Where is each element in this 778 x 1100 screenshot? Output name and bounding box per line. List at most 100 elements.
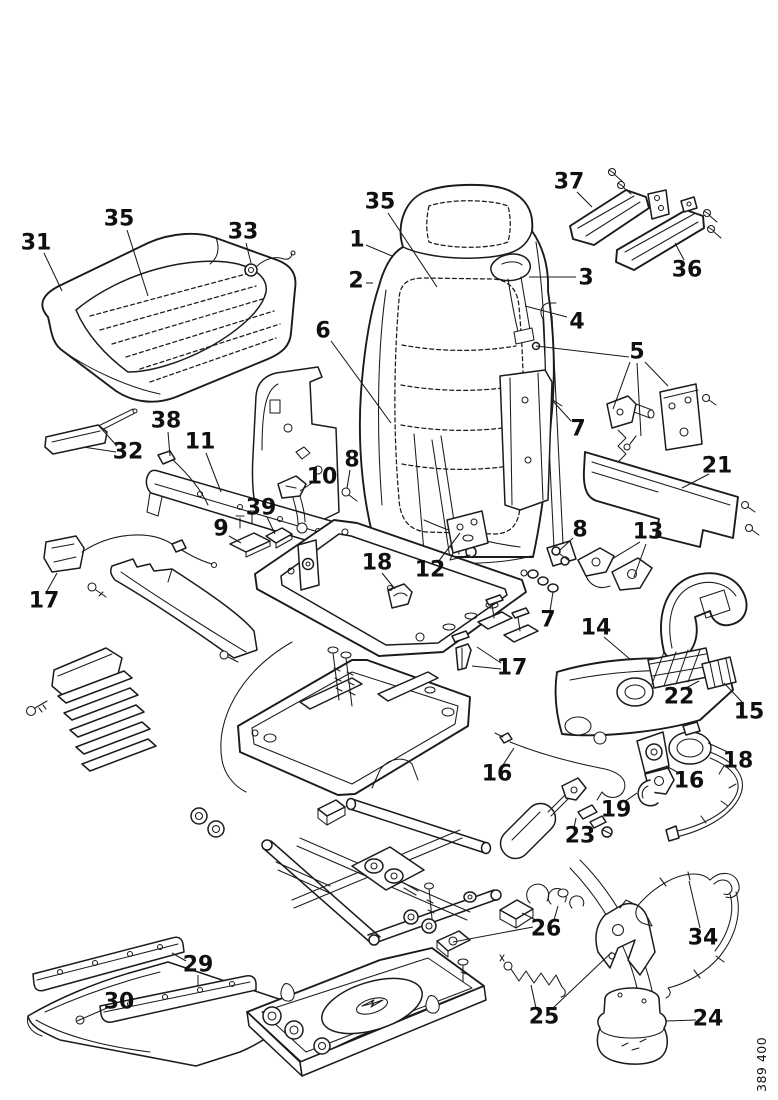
part-label-33: 33: [228, 220, 259, 245]
leader-line-23: [573, 817, 577, 829]
drawing-number: 389 400: [754, 1037, 769, 1092]
leader-line-8: [558, 537, 574, 552]
part-label-7: 7: [570, 417, 585, 442]
leader-line-9: [228, 535, 242, 544]
buckle-drawing: [229, 475, 358, 558]
leader-line-16: [665, 765, 682, 775]
belt-guide-drawing: [490, 253, 535, 345]
part-label-15: 15: [734, 700, 765, 725]
part-label-14: 14: [581, 616, 612, 641]
cushion-frame-drawing: [220, 510, 570, 793]
leader-line-22: [685, 680, 700, 689]
seat-cushion-drawing: [41, 232, 297, 403]
leader-line-35: [387, 212, 438, 288]
part-label-7: 7: [540, 608, 555, 633]
leader-line-29: [171, 952, 187, 962]
cushion-wire-33: [244, 250, 296, 277]
part-label-25: 25: [529, 1005, 560, 1030]
recline-rod-drawing: [44, 408, 138, 455]
leader-line-36: [674, 242, 685, 261]
part-label-36: 36: [672, 258, 703, 283]
part-label-32: 32: [113, 440, 144, 465]
leader-line-17: [46, 572, 58, 592]
part-label-1: 1: [349, 228, 364, 253]
part-label-16: 16: [482, 762, 513, 787]
part-label-16: 16: [674, 769, 705, 794]
leader-line-5: [644, 361, 669, 387]
part-label-18: 18: [362, 551, 393, 576]
part-label-19: 19: [601, 798, 632, 823]
part-label-11: 11: [185, 430, 216, 455]
part-label-29: 29: [183, 953, 214, 978]
part-label-17: 17: [29, 589, 60, 614]
leader-line-17: [471, 665, 502, 670]
leader-line-35: [126, 229, 149, 297]
leader-line-30: [76, 1007, 108, 1022]
base-platform-drawing: [246, 947, 487, 1077]
gas-strut: [499, 777, 613, 860]
leader-line-19: [623, 792, 638, 803]
trim-panel-drawing: [87, 558, 258, 663]
leader-line-25: [552, 951, 613, 1009]
leader-line-18: [707, 742, 731, 754]
part-label-5: 5: [629, 340, 644, 365]
wire-canister-drawing: [596, 871, 740, 1065]
part-label-6: 6: [315, 319, 330, 344]
part-label-3: 3: [578, 266, 593, 291]
armrest-screws: [607, 167, 722, 239]
part-label-37: 37: [554, 170, 585, 195]
part-label-10: 10: [307, 465, 338, 490]
leader-line-11: [205, 452, 222, 493]
pump-canister: [596, 987, 671, 1065]
leader-line-5: [535, 345, 630, 358]
part-label-23: 23: [565, 824, 596, 849]
part-label-38: 38: [151, 409, 182, 434]
leader-line-21: [681, 473, 710, 489]
leader-line-32: [98, 425, 118, 447]
slat-stack-drawing: [25, 647, 157, 772]
part-label-34: 34: [688, 926, 719, 951]
latch-lever-drawing: [577, 547, 653, 591]
t-guides: [477, 594, 539, 643]
leader-line-1: [365, 244, 393, 257]
leader-line-39: [266, 516, 276, 535]
leader-line-18: [381, 572, 396, 590]
leader-line-10: [299, 482, 313, 492]
leader-line-38: [167, 431, 171, 457]
part-label-31: 31: [21, 231, 52, 256]
leader-line-5: [612, 361, 631, 410]
leader-line-26: [553, 905, 559, 921]
part-label-39: 39: [246, 496, 277, 521]
recliner-bracket-drawing: [606, 383, 717, 469]
leader-line-15: [723, 682, 744, 704]
side-frame-drawing: [554, 572, 748, 745]
pivot-parts-drawing: [436, 883, 585, 958]
part-label-17: 17: [497, 656, 528, 681]
leader-line-4: [524, 305, 568, 318]
part-label-30: 30: [104, 990, 135, 1015]
leader-line-7: [551, 399, 572, 422]
part-label-24: 24: [693, 1007, 724, 1032]
part-label-18: 18: [723, 749, 754, 774]
seat-pan-drawing: [237, 646, 656, 1011]
side-shroud-drawing: [251, 366, 553, 534]
scissor-lift-drawing: [190, 797, 502, 946]
leader-line-32: [82, 446, 117, 453]
leader-line-16: [502, 747, 515, 766]
part-label-2: 2: [348, 269, 363, 294]
leader-line-33: [245, 242, 252, 264]
leader-line-13: [633, 543, 647, 578]
leader-line-34: [688, 880, 701, 929]
part-label-8: 8: [344, 448, 359, 473]
leader-line-8: [346, 469, 351, 489]
part-label-4: 4: [569, 310, 584, 335]
leader-line-26: [521, 912, 539, 922]
diagram-artwork: [25, 167, 760, 1077]
leader-line-24: [665, 1019, 697, 1022]
part-label-21: 21: [702, 454, 733, 479]
leader-line-7: [549, 591, 554, 612]
armrest-drawing: [569, 167, 722, 271]
